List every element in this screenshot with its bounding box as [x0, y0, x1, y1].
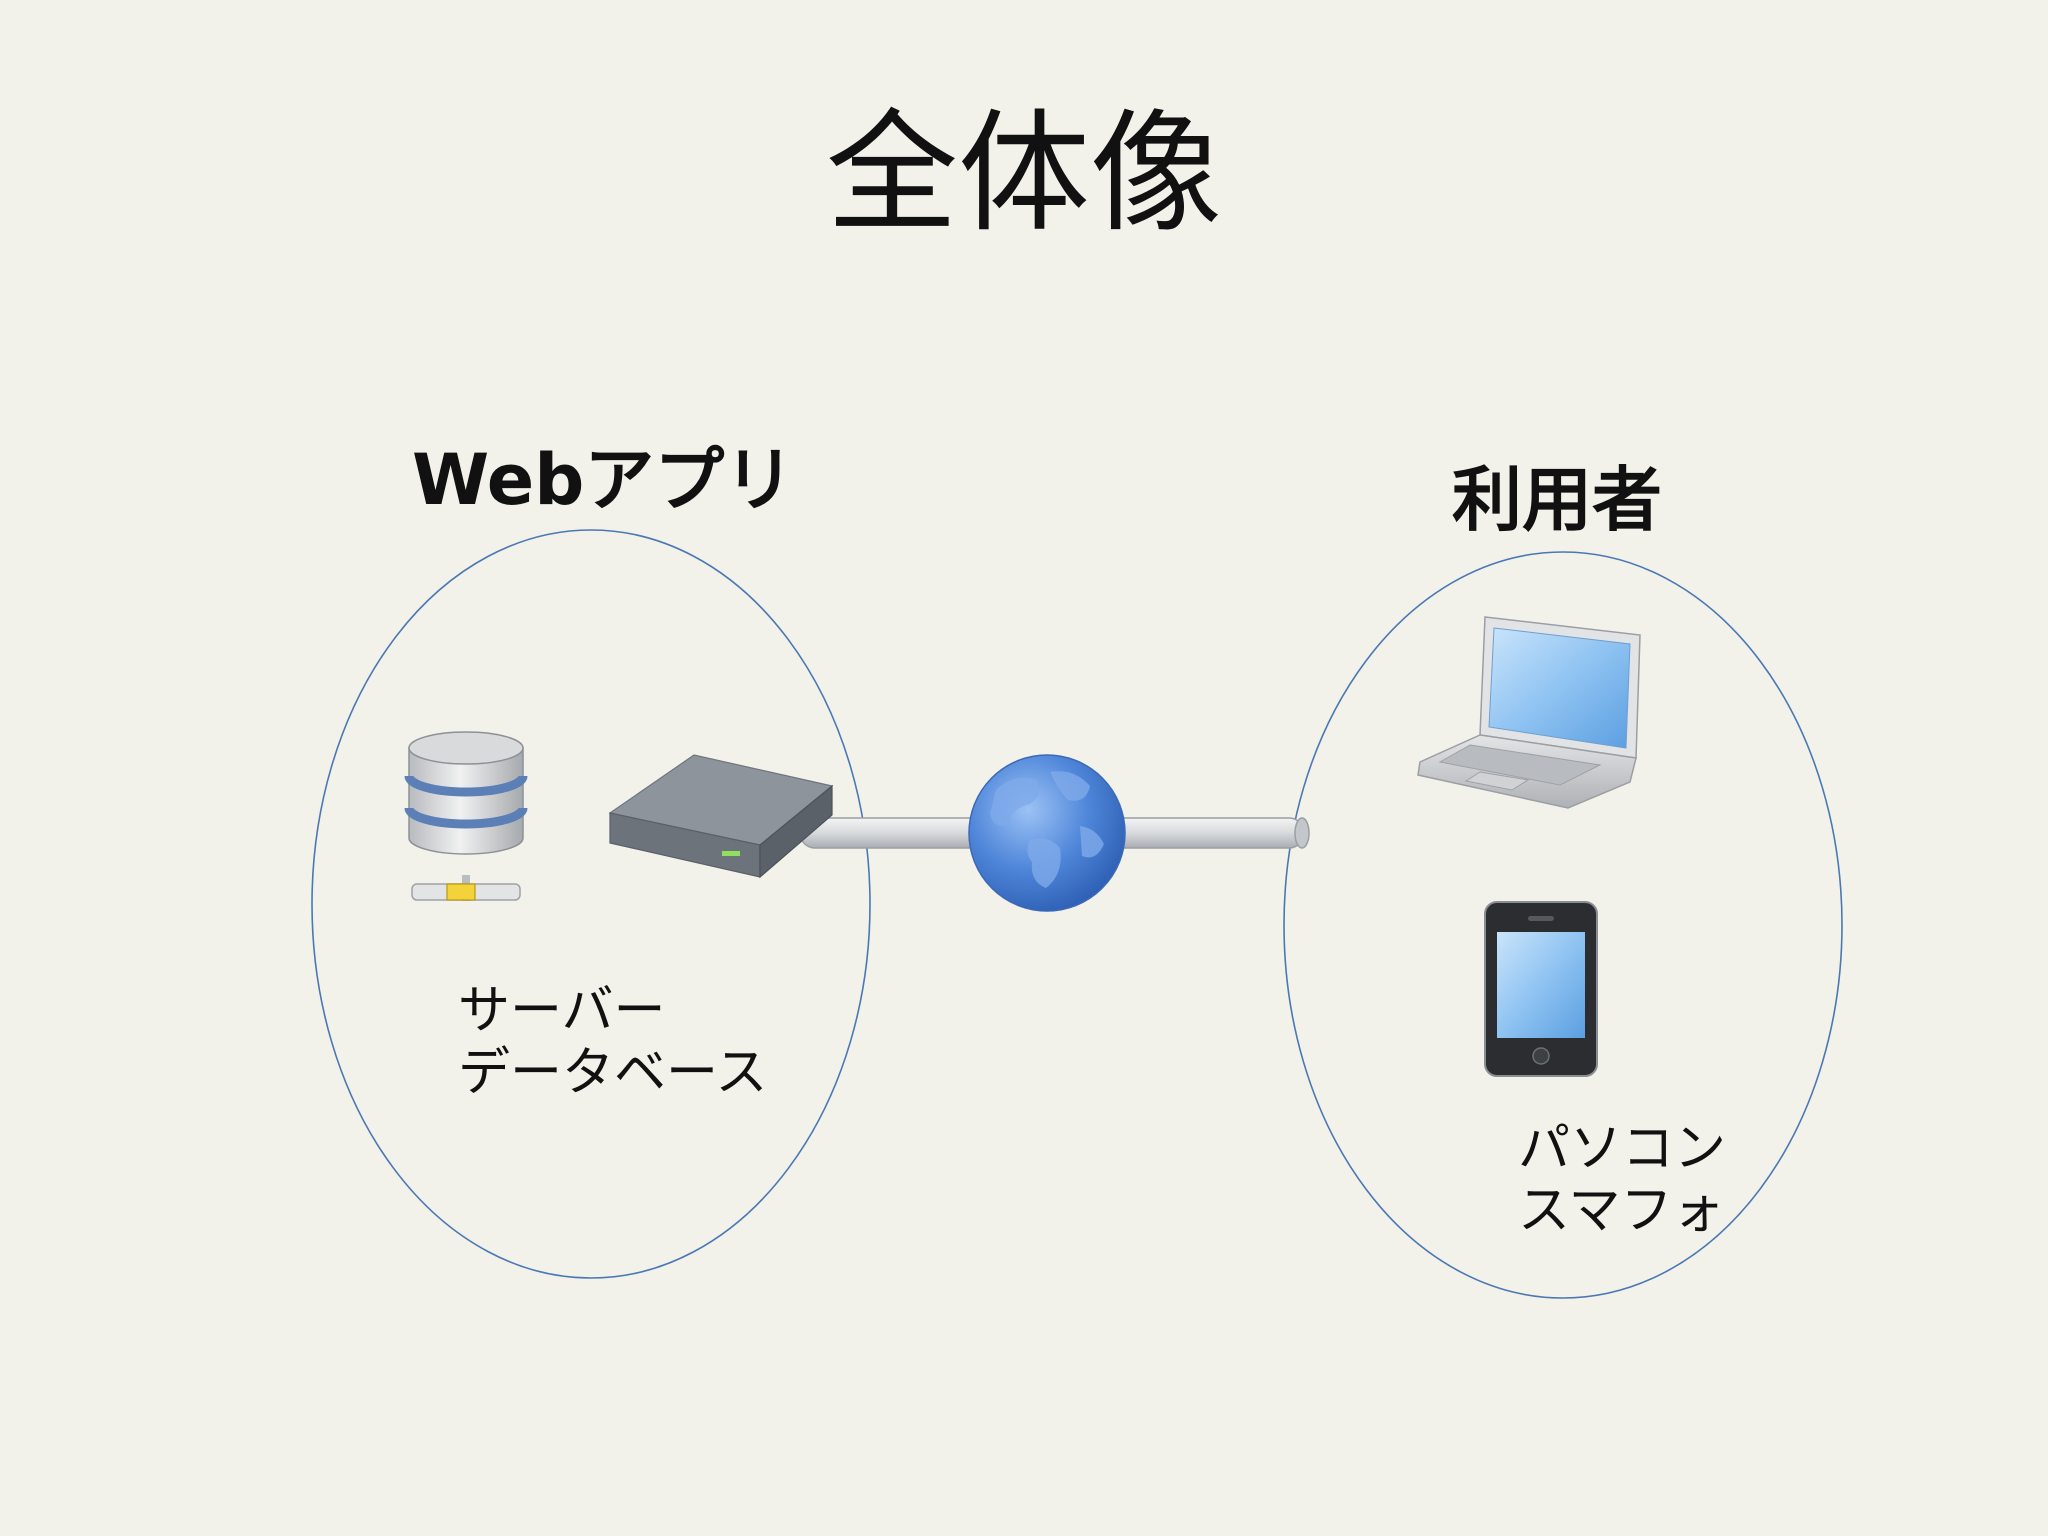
slide-title: 全体像 — [826, 97, 1222, 251]
caption-line-smartphone: スマフォ — [1518, 1181, 1725, 1241]
user-caption: パソコン スマフォ — [1518, 1118, 1726, 1242]
caption-line-pc: パソコン — [1518, 1119, 1727, 1179]
webapp-group-label: Webアプリ — [412, 439, 795, 521]
webapp-group-ellipse — [311, 529, 871, 1279]
caption-line-database: データベース — [458, 1043, 768, 1103]
user-group-label: 利用者 — [1452, 459, 1662, 541]
smartphone-icon — [1484, 901, 1598, 1077]
server-icon — [608, 754, 834, 879]
database-icon — [404, 731, 528, 901]
caption-line-server: サーバー — [458, 981, 666, 1041]
laptop-icon — [1417, 616, 1641, 809]
webapp-caption: サーバー データベース — [458, 980, 767, 1104]
globe-icon — [968, 754, 1126, 912]
user-group-ellipse — [1283, 551, 1843, 1299]
